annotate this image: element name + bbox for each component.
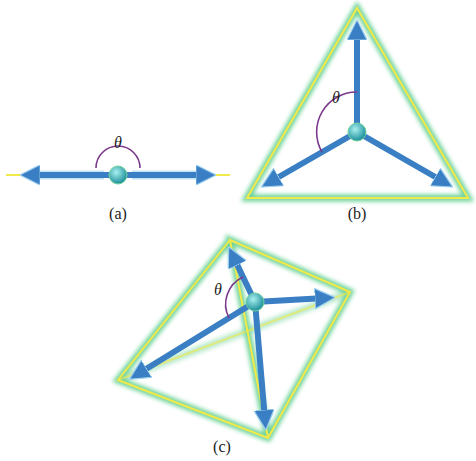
angle-label: θ bbox=[332, 90, 340, 106]
part-label: (a) bbox=[109, 206, 127, 222]
linear-geometry bbox=[6, 146, 230, 184]
tetrahedral-geometry bbox=[118, 240, 350, 438]
part-label: (c) bbox=[213, 439, 231, 455]
angle-label: θ bbox=[214, 282, 222, 298]
trigonal-planar-geometry bbox=[247, 8, 468, 198]
part-label: (b) bbox=[348, 206, 367, 222]
angle-label: θ bbox=[114, 135, 122, 151]
